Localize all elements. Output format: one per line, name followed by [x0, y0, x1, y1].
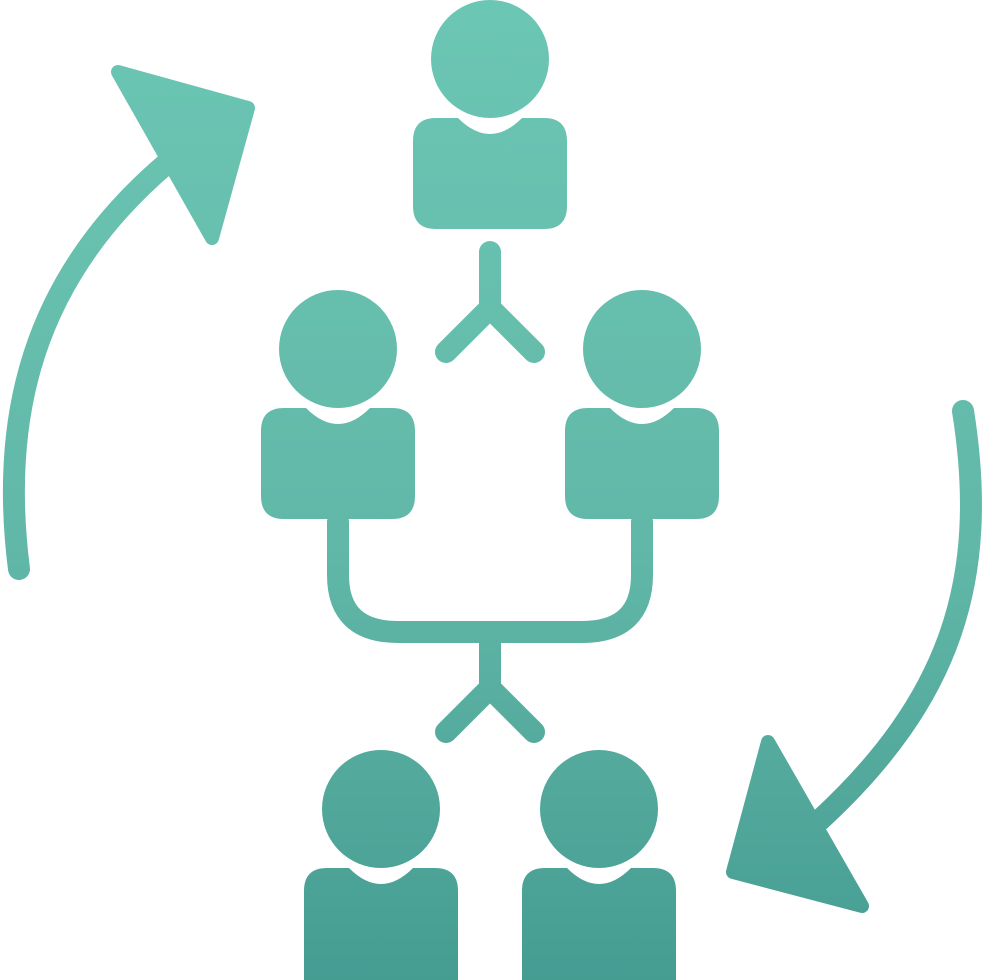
cycle-arrow-down-icon	[726, 400, 982, 913]
person-icon-bottom-right	[522, 750, 676, 980]
person-icon-middle-left	[261, 290, 415, 519]
cycle-arrow-up-icon	[2, 65, 255, 580]
branch-connector-bottom-icon	[435, 621, 545, 743]
person-icon-top	[413, 0, 567, 229]
person-icon-bottom-left	[304, 750, 458, 980]
branch-connector-top-icon	[435, 241, 545, 363]
person-icon-middle-right	[565, 290, 719, 519]
merge-connector-icon	[327, 511, 653, 643]
